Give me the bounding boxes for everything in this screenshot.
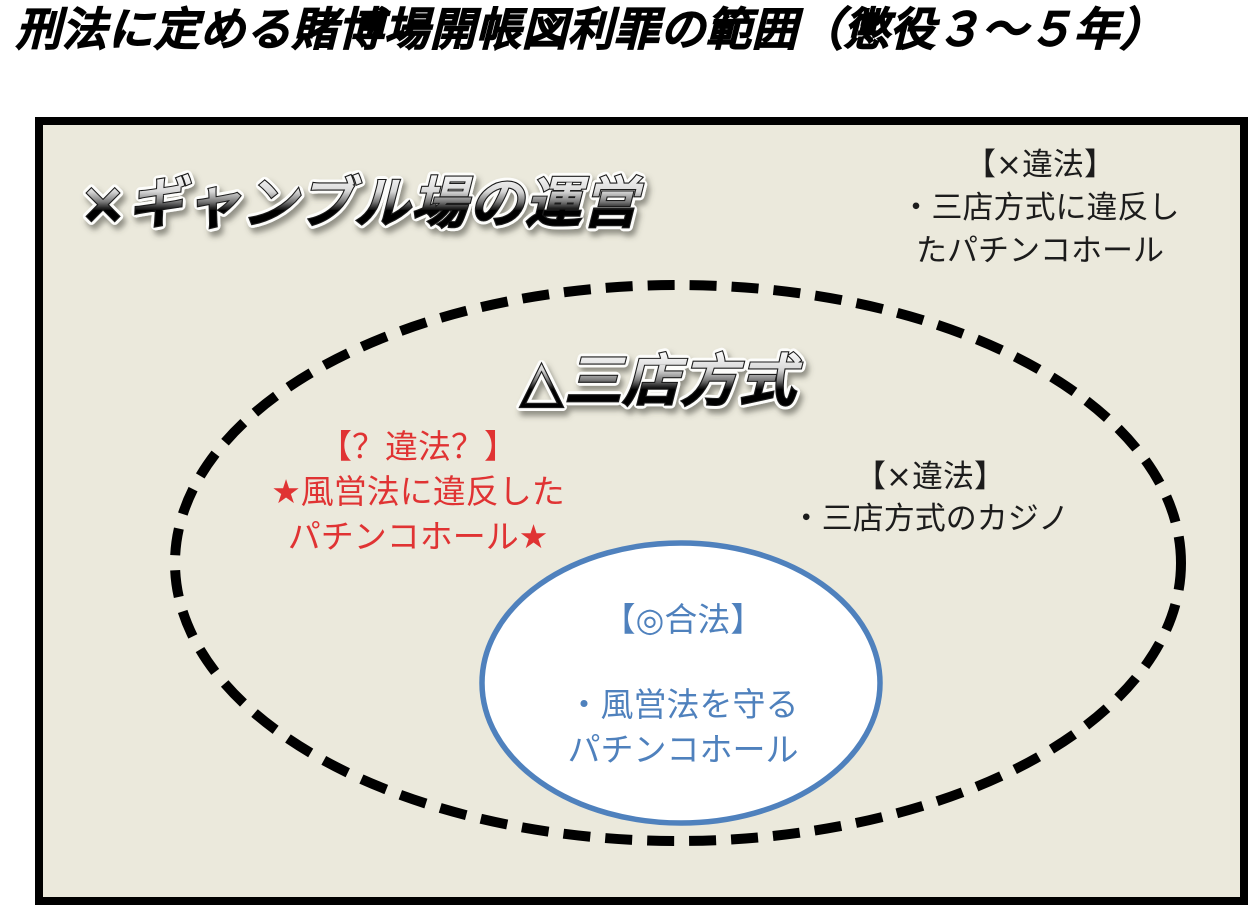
note-line: パチンコホール xyxy=(567,730,799,769)
note-line: ・三店方式に違反し xyxy=(900,190,1180,226)
spacer xyxy=(503,642,863,682)
wordart-fill: △三店方式 xyxy=(520,349,803,414)
note-heading: 【×違法】 xyxy=(965,147,1115,183)
note-illegal-santen-casino: 【×違法】 ・三店方式のカジノ xyxy=(755,456,1105,540)
note-legal-pachinko: 【◎合法】 ・風営法を守る パチンコホール xyxy=(503,597,863,772)
wordart-outline: ×ギャンブル場の運営 xyxy=(80,171,644,235)
note-line: ★風営法に違反した xyxy=(271,472,565,511)
legal-ellipse xyxy=(479,540,883,826)
wordart-outline: △三店方式 xyxy=(520,349,803,414)
note-line: パチンコホール★ xyxy=(287,517,549,556)
note-questionable-pachinko: 【？違法？】 ★風営法に違反した パチンコホール★ xyxy=(243,424,593,559)
note-illegal-violating-pachinko: 【×違法】 ・三店方式に違反し たパチンコホール xyxy=(850,144,1230,273)
note-line: たパチンコホール xyxy=(916,233,1164,269)
wordart-gambling-operation-label: ×ギャンブル場の運営 ×ギャンブル場の運営 xyxy=(76,167,646,239)
page-title: 刑法に定める賭博場開帳図利罪の範囲（懲役３～５年） xyxy=(15,2,1167,56)
note-heading: 【◎合法】 xyxy=(602,600,764,639)
note-heading: 【×違法】 xyxy=(855,459,1005,495)
wordart-fill: ×ギャンブル場の運営 xyxy=(80,171,644,235)
wordart-three-shop-label: △三店方式 △三店方式 xyxy=(516,345,805,418)
note-line: ・風営法を守る xyxy=(567,685,799,724)
santen-system-ellipse xyxy=(170,280,1186,846)
note-heading: 【？違法？】 xyxy=(319,427,517,466)
note-line: ・三店方式のカジノ xyxy=(790,501,1070,537)
